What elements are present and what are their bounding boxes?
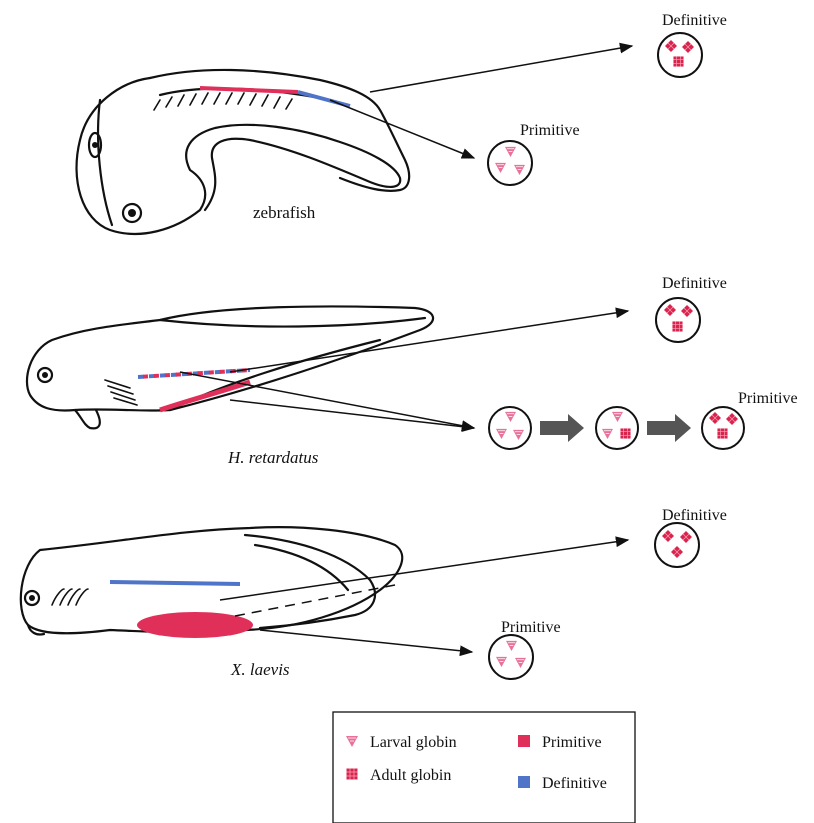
arrow-to-primitive: [260, 630, 472, 652]
xlaevis-panel: Definitive Primitive X. laevis: [21, 507, 727, 679]
primitive-cell: [702, 407, 744, 449]
adult-globin-icon: [673, 56, 683, 66]
transition-cell-2: [596, 407, 638, 449]
adult-globin-icon: [620, 428, 630, 438]
hretardatus-primitive-lower-band: [160, 382, 250, 410]
definitive-label: Definitive: [662, 275, 727, 292]
primitive-swatch: [518, 735, 530, 747]
definitive-cell: [656, 298, 700, 342]
hretardatus-tadpole-drawing: [27, 306, 433, 428]
species-label-hretardatus: H. retardatus: [227, 448, 319, 467]
transition-arrow: [647, 414, 691, 442]
legend-adult-globin: Adult globin: [370, 767, 451, 784]
adult-globin-icon: [347, 769, 358, 780]
xlaevis-tadpole-drawing: [21, 527, 402, 638]
adult-globin-icon: [672, 321, 682, 331]
arrow-to-primitive: [180, 372, 474, 428]
zebrafish-definitive-band: [298, 92, 350, 106]
primitive-label: Primitive: [501, 619, 561, 636]
xlaevis-definitive-band: [110, 582, 240, 584]
primitive-label: Primitive: [738, 390, 798, 407]
transition-arrow: [540, 414, 584, 442]
legend-larval-globin: Larval globin: [370, 734, 457, 751]
primitive-cell: [489, 635, 533, 679]
zebrafish-embryo-drawing: [77, 70, 410, 234]
definitive-label: Definitive: [662, 12, 727, 29]
species-label-zebrafish: zebrafish: [253, 203, 316, 222]
arrow-to-definitive: [370, 46, 632, 92]
legend: Larval globin Adult globin Primitive Def…: [333, 712, 635, 823]
zebrafish-primitive-band: [200, 88, 298, 92]
arrow-to-definitive: [220, 540, 628, 600]
arrow-to-primitive: [330, 100, 474, 158]
zebrafish-panel: Definitive Primitive zebrafish: [77, 12, 727, 234]
definitive-cell: [658, 33, 702, 77]
adult-globin-icon: [717, 428, 727, 438]
definitive-cell: [655, 523, 699, 567]
legend-primitive: Primitive: [542, 734, 602, 751]
definitive-label: Definitive: [662, 507, 727, 524]
hretardatus-panel: Definitive Primitive H. retardatus: [27, 275, 798, 467]
primitive-label: Primitive: [520, 122, 580, 139]
species-label-xlaevis: X. laevis: [230, 660, 290, 679]
transition-cell-1: [489, 407, 531, 449]
arrow-to-definitive: [230, 311, 628, 372]
legend-definitive: Definitive: [542, 775, 607, 792]
definitive-swatch: [518, 776, 530, 788]
primitive-cell: [488, 141, 532, 185]
